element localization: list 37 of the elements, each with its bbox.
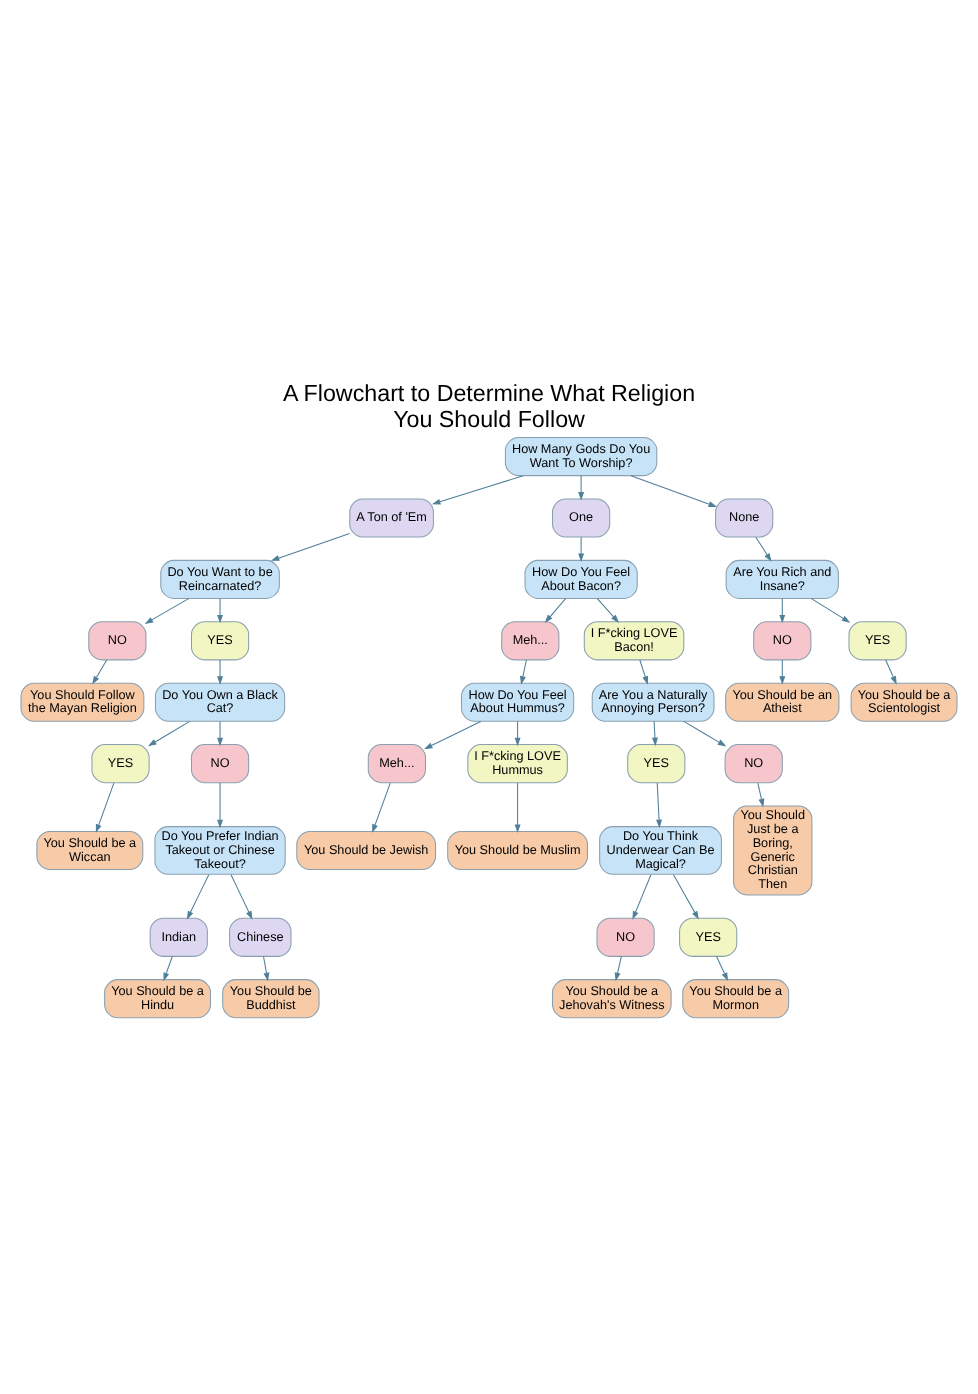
arrow <box>514 781 521 832</box>
arrow <box>578 535 585 561</box>
arrow <box>810 597 851 622</box>
arrow <box>656 781 662 828</box>
arrow <box>230 873 253 919</box>
arrow <box>186 873 210 919</box>
arrow <box>163 954 173 981</box>
arrow <box>520 658 527 684</box>
arrow <box>148 719 191 746</box>
arrow <box>217 781 224 828</box>
arrow <box>885 658 897 684</box>
arrow <box>614 954 622 981</box>
arrow <box>92 658 108 684</box>
arrow <box>431 474 524 504</box>
arrow <box>217 719 224 746</box>
arrow <box>578 474 585 500</box>
arrow <box>263 954 270 981</box>
arrow <box>144 597 190 623</box>
arrow <box>639 658 649 684</box>
arrow <box>544 597 567 622</box>
arrow <box>424 719 482 749</box>
arrow <box>683 719 727 746</box>
arrow <box>630 474 717 507</box>
arrow <box>652 719 658 746</box>
arrow <box>217 658 224 684</box>
arrow <box>514 719 521 746</box>
arrow <box>596 597 620 622</box>
arrow <box>757 781 765 807</box>
arrow <box>755 535 772 561</box>
arrow <box>716 954 729 981</box>
diagram-title: A Flowchart to Determine What Religion You Should Follow <box>282 380 696 432</box>
arrow <box>217 597 224 623</box>
arrow <box>632 873 652 919</box>
arrow <box>673 873 699 919</box>
arrow <box>372 781 391 832</box>
arrow <box>95 781 115 832</box>
arrow <box>270 532 351 560</box>
